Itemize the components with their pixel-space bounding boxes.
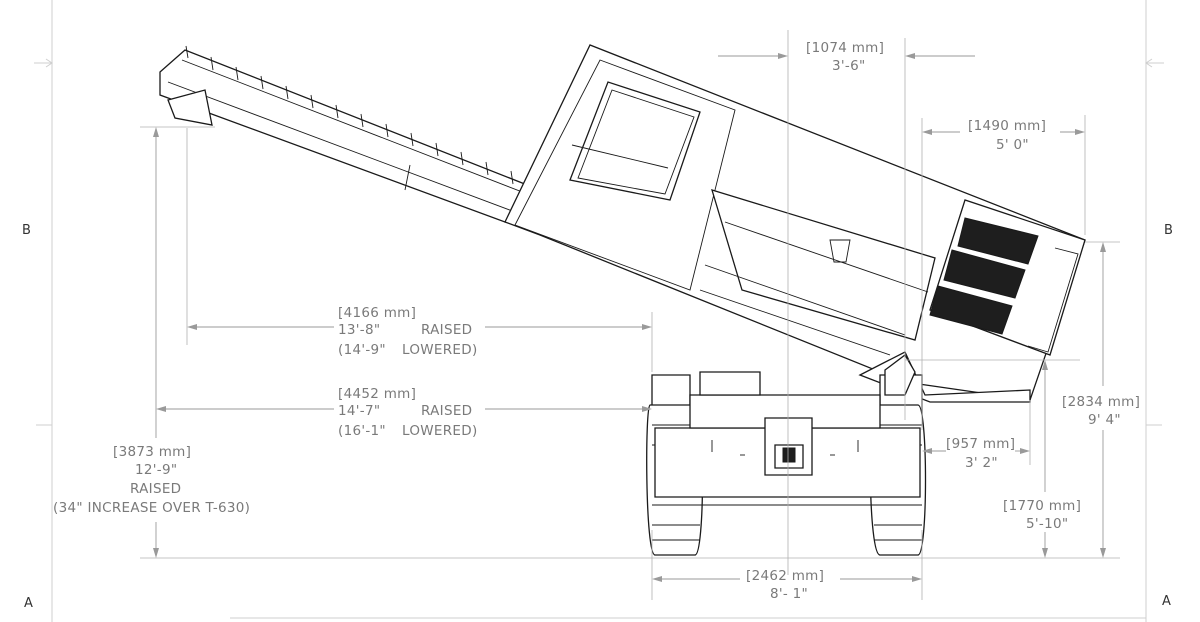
dim-lower-height-mm: [1770 mm] [1003,498,1081,514]
dim-lower-height: [1770 mm] 5'-10" [905,359,1081,558]
dim-raised-reach-2: [4452 mm] 14'-7" RAISED (16'-1" LOWERED) [156,386,652,439]
dim-overall-height-mm: [2834 mm] [1062,394,1140,410]
dim-raised-reach-2-mm: [4452 mm] [338,386,416,402]
zone-label-b-right: B [1164,223,1173,238]
dim-overall-height: [2834 mm] 9' 4" [1062,241,1140,558]
dim-raised-height-raised: RAISED [130,481,181,497]
zone-label-a-right: A [1162,594,1171,609]
dim-raised-reach-lowered: LOWERED) [402,342,478,358]
dim-top-width: [1074 mm] 3'-6" [718,30,975,575]
dim-raised-reach-2-lowered-ft: (16'-1" [338,423,386,439]
chassis [646,354,927,556]
sheet-frame: B B A A [22,0,1173,622]
dim-lower-height-ft: 5'-10" [1026,516,1068,532]
dim-raised-reach-raised: RAISED [421,322,472,338]
dim-raised-height-note: (34" INCREASE OVER T-630) [53,500,250,516]
dim-rear-offset-mm: [1490 mm] [968,118,1046,134]
zone-label-b-left: B [22,223,31,238]
dim-top-width-ft: 3'-6" [832,58,865,74]
dim-raised-height-mm: [3873 mm] [113,444,191,460]
dim-raised-height: [3873 mm] 12'-9" RAISED (34" INCREASE OV… [53,126,250,558]
dim-overall-width: [2462 mm] 8'- 1" [651,530,923,602]
dim-rear-offset-ft: 5' 0" [996,137,1029,153]
dim-raised-reach-ft: 13'-8" [338,322,380,338]
dim-track-offset-mm: [957 mm] [946,436,1015,452]
dim-raised-reach-mm: [4166 mm] [338,305,416,321]
dim-overall-height-ft: 9' 4" [1088,412,1121,428]
dim-raised-reach: [4166 mm] 13'-8" RAISED (14'-9" LOWERED) [186,128,653,372]
dim-track-offset: [957 mm] 3' 2" [922,400,1031,471]
dim-overall-width-mm: [2462 mm] [746,568,824,584]
dim-raised-reach-2-raised: RAISED [421,403,472,419]
dim-overall-width-ft: 8'- 1" [770,586,808,602]
dim-raised-height-ft: 12'-9" [135,462,177,478]
dim-raised-reach-2-ft: 14'-7" [338,403,380,419]
zone-label-a-left: A [24,596,33,611]
dim-raised-reach-lowered-ft: (14'-9" [338,342,386,358]
tilted-body [159,44,1086,403]
dim-top-width-mm: [1074 mm] [806,40,884,56]
dim-raised-reach-2-lowered: LOWERED) [402,423,478,439]
dim-rear-offset: [1490 mm] 5' 0" [921,115,1086,430]
dim-track-offset-ft: 3' 2" [965,455,998,471]
